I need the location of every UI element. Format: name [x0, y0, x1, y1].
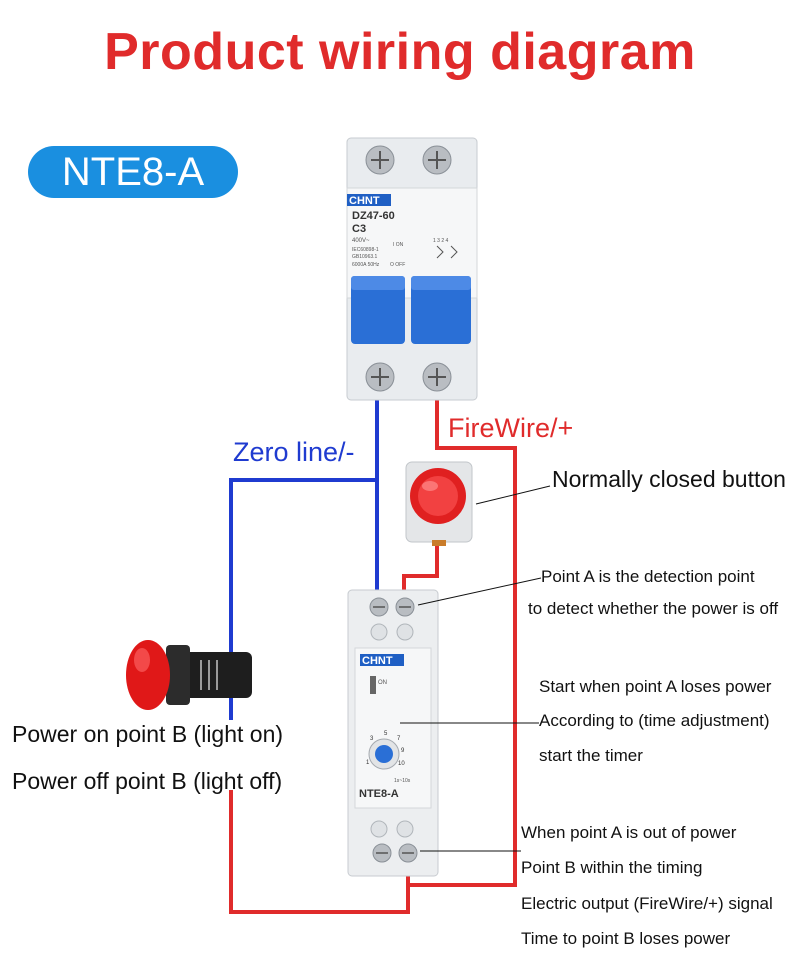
relay-range: 1s~10s	[394, 778, 411, 784]
breaker-standard-1: IEC60898-1	[352, 247, 379, 253]
point-a-label-2: to detect whether the power is off	[528, 599, 779, 618]
firewire-label: FireWire/+	[448, 413, 574, 443]
breaker-model: DZ47-60	[352, 210, 395, 222]
normally-closed-button	[405, 461, 473, 546]
output-label-2: Point B within the timing	[521, 858, 703, 877]
point-b-off-label: Power off point B (light off)	[12, 768, 283, 794]
dial-number-3: 3	[370, 736, 374, 742]
breaker-switch-on: I ON	[393, 242, 404, 248]
time-dial[interactable]: 1 3 5 7 9 10	[366, 731, 405, 770]
live-wire	[229, 398, 517, 914]
relay-switch-label: ON	[378, 680, 387, 686]
dial-number-1: 1	[366, 760, 370, 766]
output-label-1: When point A is out of power	[521, 823, 737, 842]
point-b-on-label: Power on point B (light on)	[12, 721, 284, 747]
breaker-rating: C3	[352, 223, 366, 235]
breaker-top-screws	[365, 145, 452, 175]
diagram-title: Product wiring diagram	[104, 23, 696, 81]
leader-lines	[400, 485, 551, 852]
breaker-bottom-screws	[365, 362, 452, 392]
circuit-breaker: CHNT DZ47-60 C3 400V~ IEC60898-1 GB10963…	[346, 137, 478, 401]
start-label-3: start the timer	[539, 746, 643, 765]
breaker-spec: 6000A 50Hz	[352, 262, 380, 268]
relay-model: NTE8-A	[359, 788, 399, 800]
relay-bottom-screws	[370, 820, 418, 863]
breaker-terminals: 1 3 2 4	[433, 238, 449, 244]
dial-number-5: 5	[384, 731, 388, 737]
leader-point-a	[417, 577, 542, 606]
point-a-label-1: Point A is the detection point	[541, 567, 755, 586]
indicator-light	[126, 640, 252, 710]
time-relay: CHNT ON 1 3 5 7 9 10 1s~10s NTE8-A	[347, 589, 439, 877]
leader-nc-button	[475, 485, 551, 505]
start-label-1: Start when point A loses power	[539, 677, 772, 696]
breaker-brand: CHNT	[349, 195, 380, 207]
zero-line-label: Zero line/-	[233, 437, 355, 467]
relay-brand: CHNT	[362, 655, 393, 667]
breaker-voltage: 400V~	[352, 238, 370, 244]
neutral-wire	[229, 398, 379, 720]
relay-top-screws	[369, 597, 415, 641]
output-label-3: Electric output (FireWire/+) signal	[521, 894, 773, 913]
model-badge: NTE8-A	[28, 146, 238, 198]
breaker-standard-2: GB10963.1	[352, 254, 378, 260]
dial-number-7: 7	[397, 736, 401, 742]
breaker-handles	[351, 276, 471, 344]
start-label-2: According to (time adjustment)	[539, 711, 770, 730]
dial-number-9: 9	[401, 748, 405, 754]
breaker-switch-off: O OFF	[390, 262, 405, 268]
output-label-4: Time to point B loses power	[521, 929, 731, 948]
nc-button-label: Normally closed button	[552, 466, 786, 492]
breaker-symbol	[436, 245, 458, 259]
dial-number-10: 10	[398, 761, 405, 767]
